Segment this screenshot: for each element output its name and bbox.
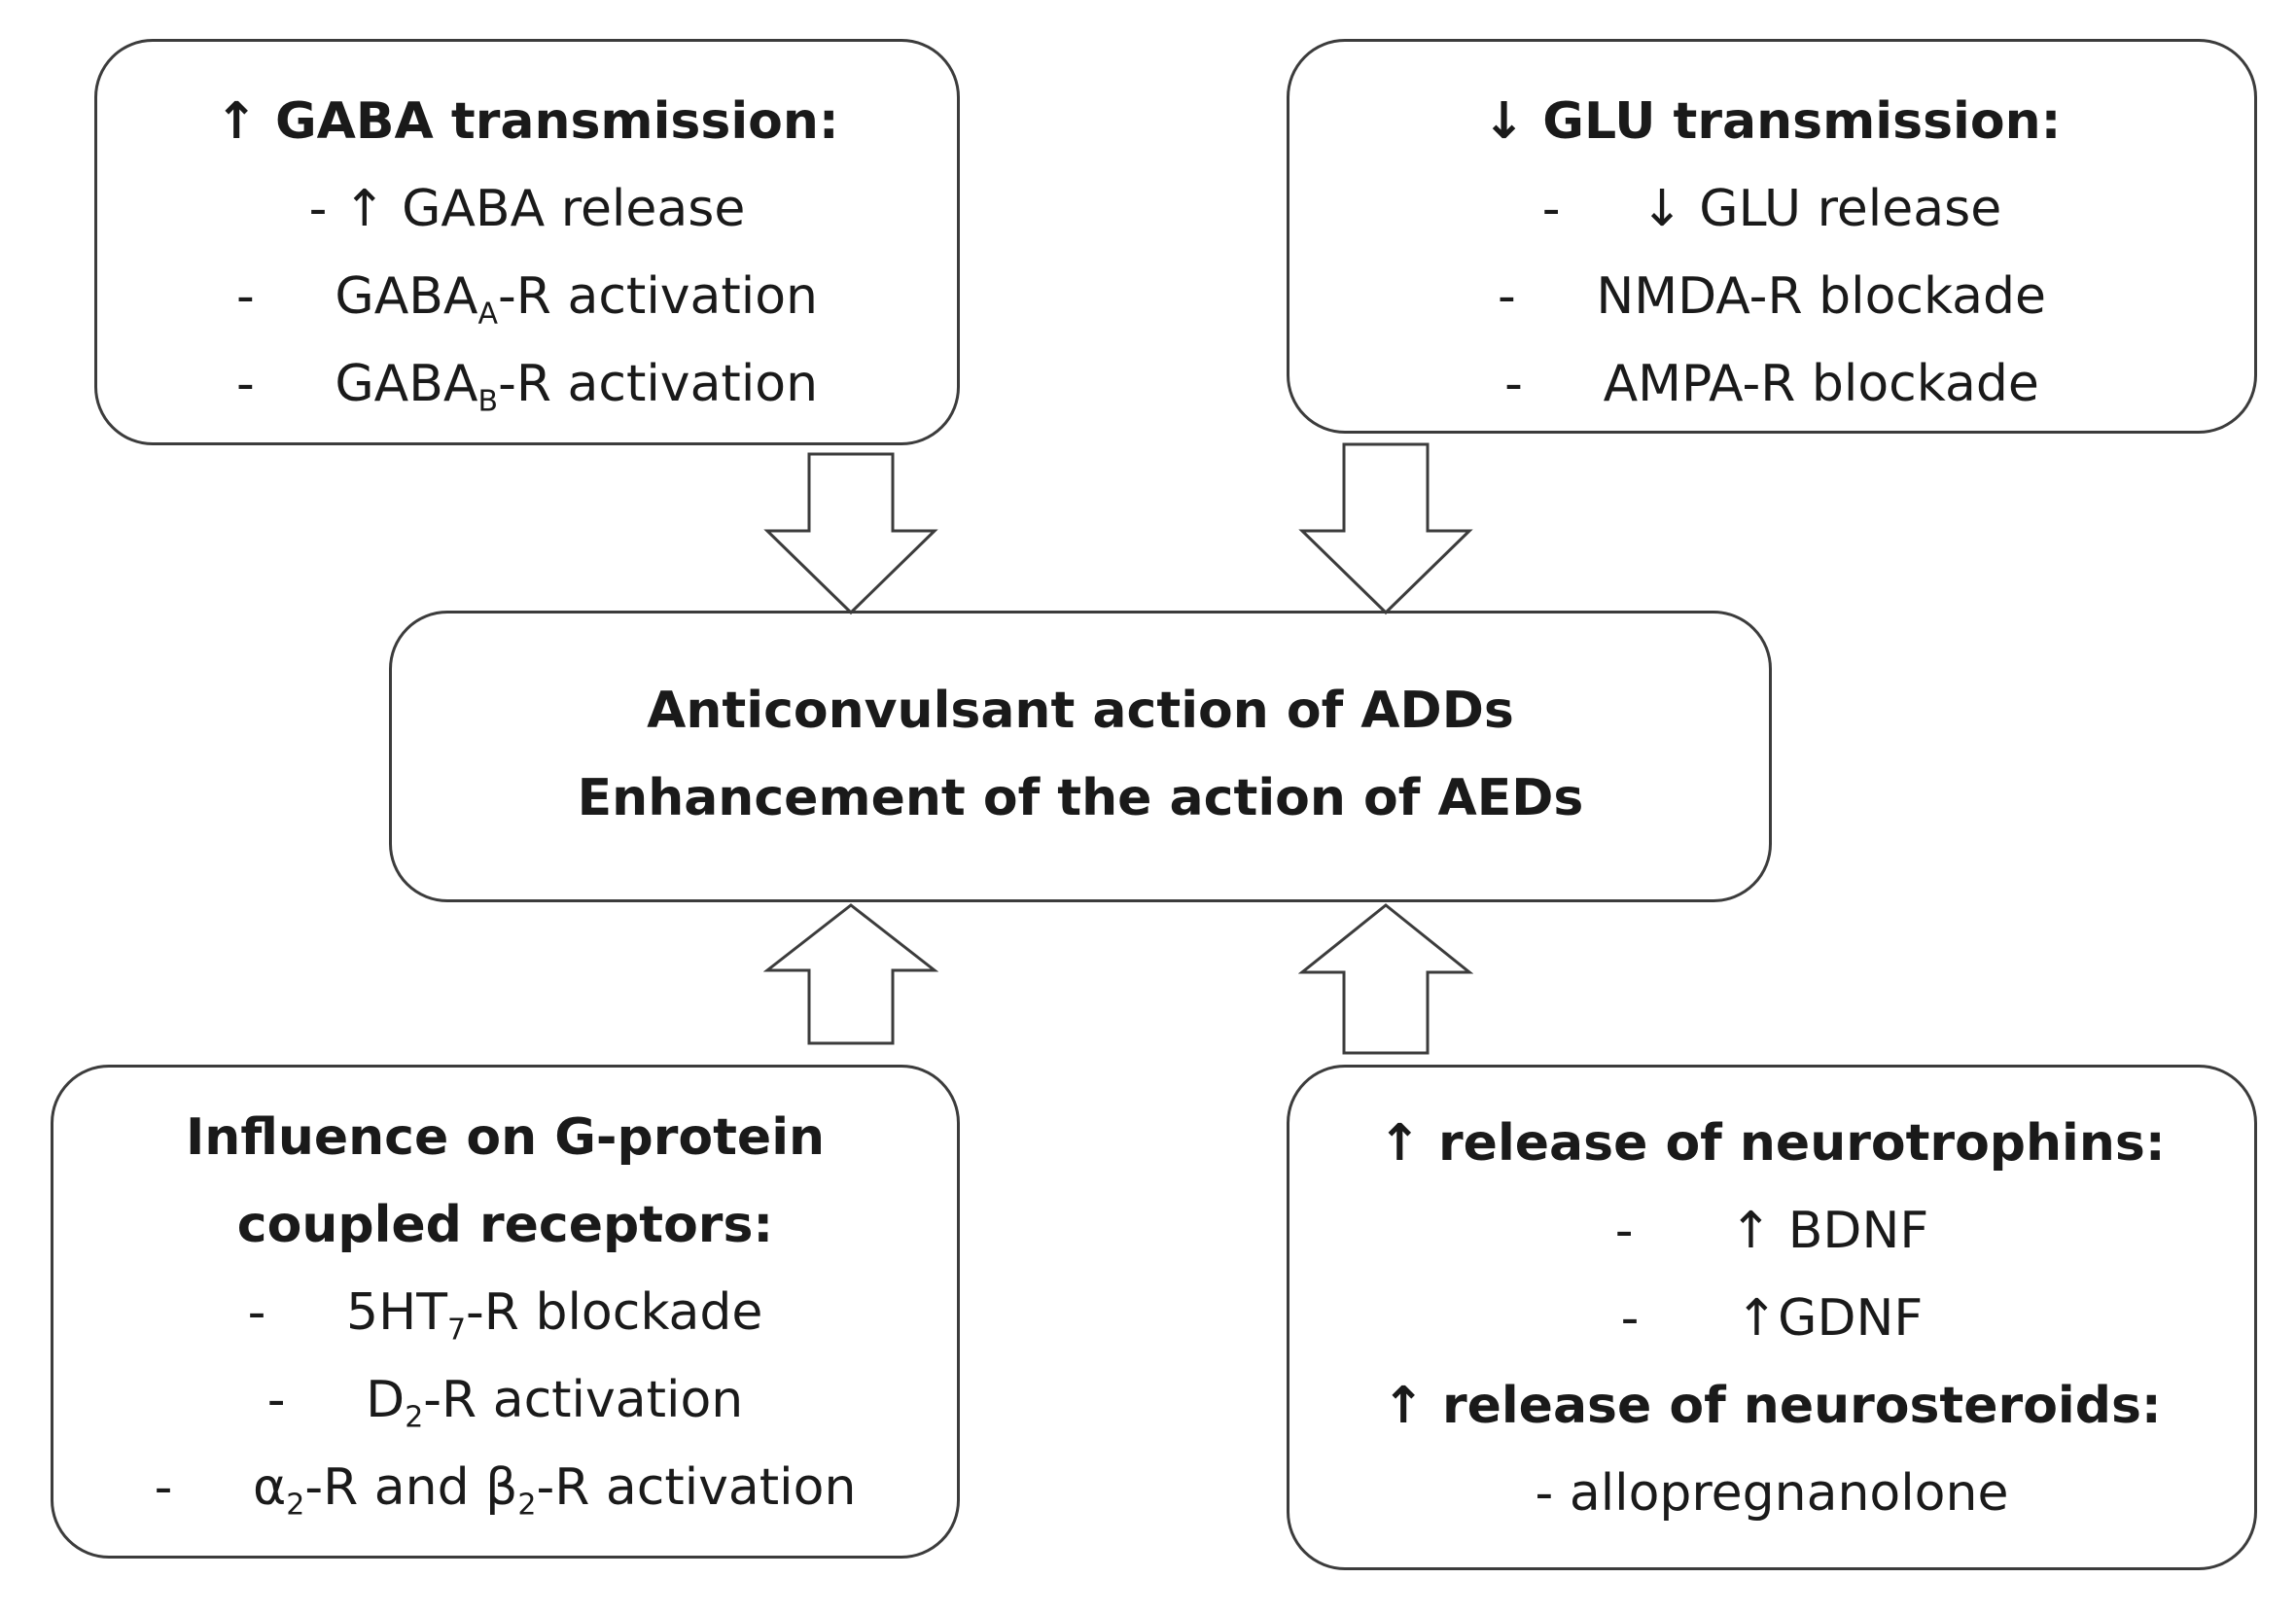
gdnf-item: - ↑GDNF — [1620, 1289, 1924, 1348]
ampa-blockade-item: - AMPA-R blockade — [1504, 355, 2039, 413]
gaba-transmission-box: ↑ GABA transmission: - ↑ GABA release - … — [94, 39, 960, 445]
g-protein-title-line1: Influence on G-protein — [185, 1108, 826, 1167]
d2-activation-item: - D2-R activation — [266, 1371, 744, 1435]
gaba-b-activation-item: - GABAB-R activation — [235, 355, 819, 419]
g-protein-title-line2: coupled receptors: — [236, 1196, 774, 1254]
nmda-blockade-item: - NMDA-R blockade — [1497, 267, 2047, 326]
anticonvulsant-action-box: Anticonvulsant action of ADDs Enhancemen… — [389, 611, 1772, 902]
5ht7-blockade-item: - 5HT7-R blockade — [247, 1283, 763, 1348]
gaba-a-activation-item: - GABAA-R activation — [235, 267, 819, 332]
glu-transmission-title: ↓ GLU transmission: — [1482, 92, 2062, 151]
neurotrophins-title: ↑ release of neurotrophins: — [1378, 1114, 2166, 1173]
anticonvulsant-action-line: Anticonvulsant action of ADDs — [647, 682, 1514, 740]
up-arrow-left — [763, 902, 938, 1046]
allopregnanolone-item: - allopregnanolone — [1535, 1464, 2009, 1523]
gaba-release-item: - ↑ GABA release — [308, 180, 746, 238]
neurosteroids-title: ↑ release of neurosteroids: — [1382, 1377, 2162, 1435]
glu-release-item: - ↓ GLU release — [1541, 180, 2002, 238]
gaba-transmission-title: ↑ GABA transmission: — [215, 92, 839, 151]
glu-transmission-box: ↓ GLU transmission: - ↓ GLU release - NM… — [1287, 39, 2257, 434]
down-arrow-left — [763, 451, 938, 616]
up-arrow-right — [1298, 902, 1473, 1056]
g-protein-receptors-box: Influence on G-protein coupled receptors… — [51, 1065, 960, 1559]
neurotrophins-neurosteroids-box: ↑ release of neurotrophins: - ↑ BDNF - ↑… — [1287, 1065, 2257, 1570]
alpha2-beta2-activation-item: - α2-R and β2-R activation — [154, 1458, 857, 1523]
down-arrow-right — [1298, 441, 1473, 616]
enhancement-action-line: Enhancement of the action of AEDs — [577, 769, 1584, 827]
bdnf-item: - ↑ BDNF — [1614, 1202, 1929, 1260]
